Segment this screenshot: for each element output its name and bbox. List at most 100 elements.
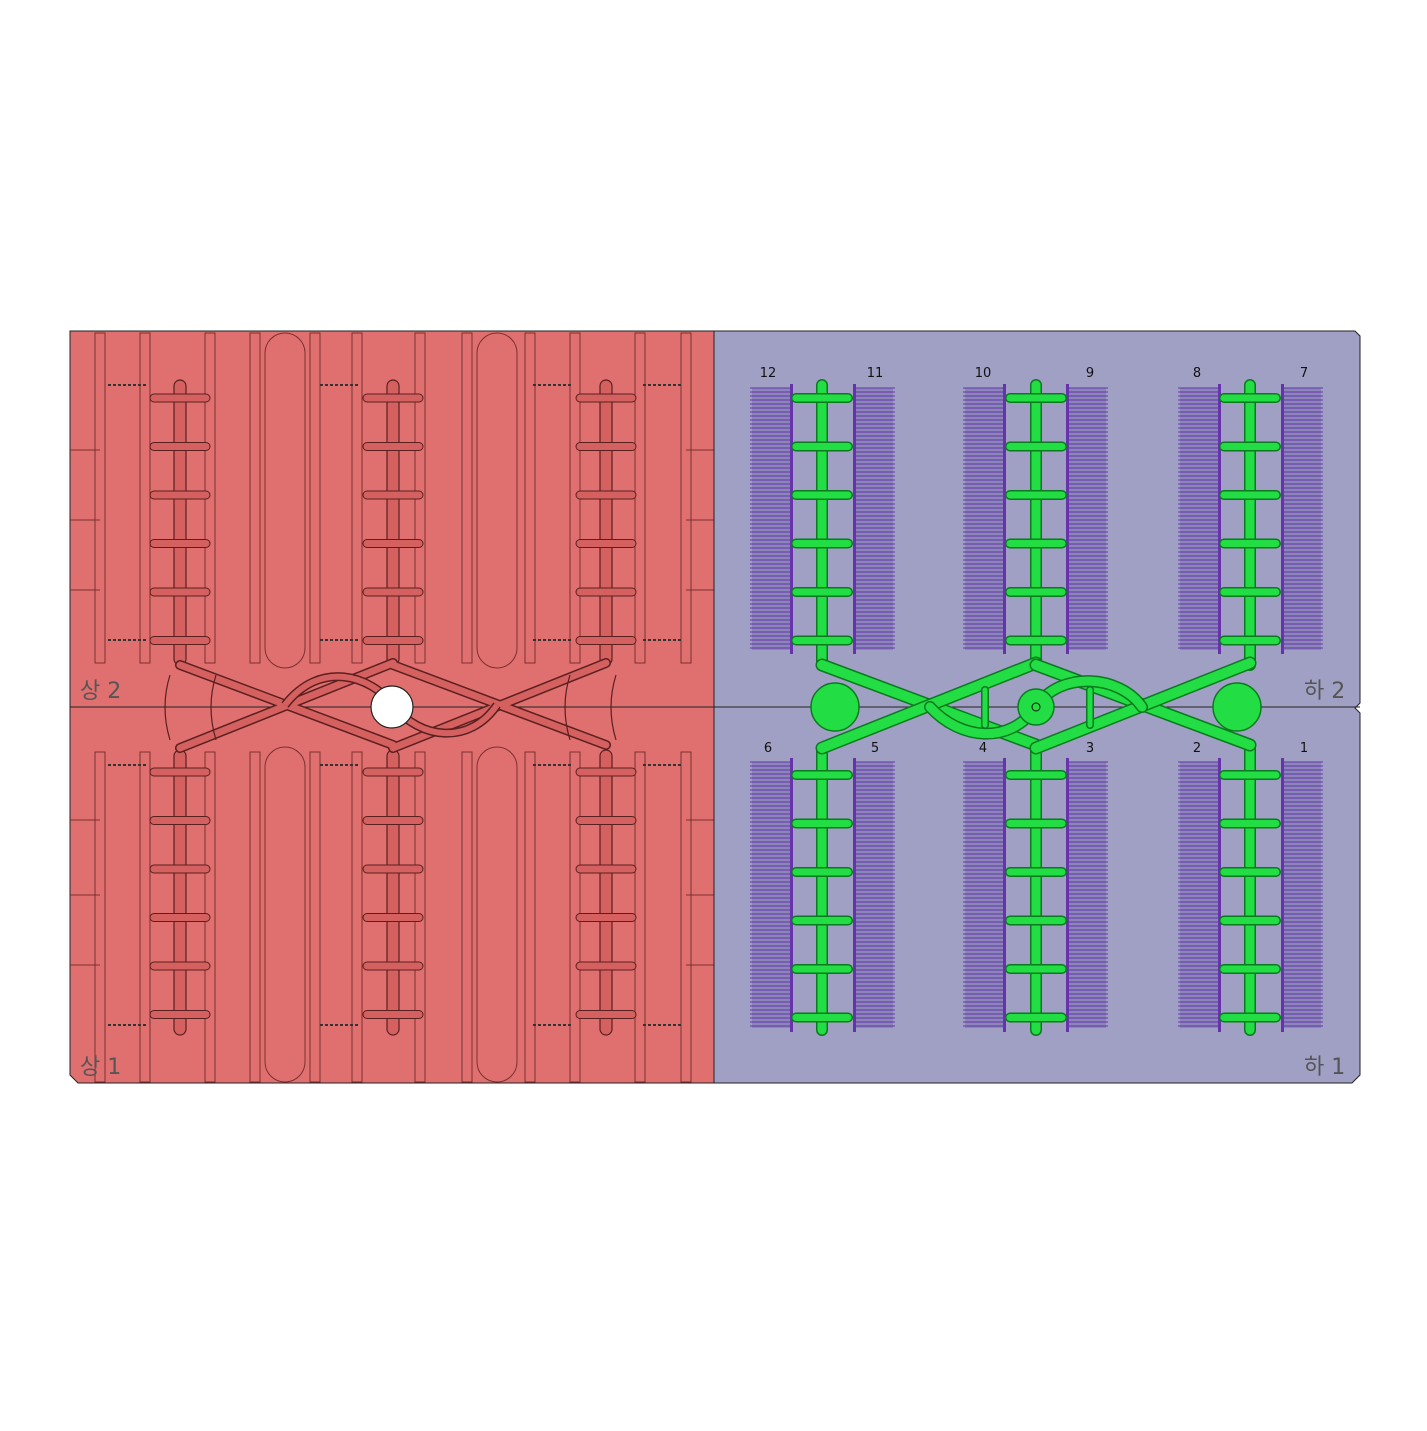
upper-branch	[362, 961, 424, 971]
upper-rib-bottom	[249, 751, 261, 1083]
cavity-gate-bar	[1218, 758, 1221, 1032]
cavity-gate-bar	[1066, 758, 1069, 1032]
cavity-block	[1066, 758, 1108, 1032]
cavity-block	[1178, 758, 1221, 1032]
upper-branch	[362, 490, 424, 500]
upper-branch	[149, 442, 211, 451]
upper-rib-bottom	[94, 751, 106, 1083]
runner-gate-blob	[1212, 682, 1262, 732]
upper-branch	[362, 393, 424, 403]
cavity-gate-bar	[853, 384, 856, 654]
runner-gate-blob	[1017, 688, 1055, 726]
cavity-block	[750, 384, 793, 654]
upper-branch	[362, 913, 424, 922]
upper-slot-bottom	[476, 746, 518, 1083]
upper-rib-bottom	[461, 751, 473, 1083]
upper-gate-bulge	[564, 674, 571, 741]
upper-rib-top	[139, 332, 151, 664]
upper-rib-top	[309, 332, 321, 664]
cavity-block	[963, 384, 1006, 654]
upper-runner-top	[386, 379, 400, 666]
upper-gate-bulge	[164, 674, 171, 741]
upper-branch	[575, 587, 637, 597]
upper-branch	[575, 1010, 637, 1019]
upper-branch	[362, 442, 424, 451]
upper-branch	[149, 864, 211, 874]
upper-rib-bottom	[680, 751, 692, 1083]
cavity-gate-bar	[790, 758, 793, 1032]
upper-rib-top	[524, 332, 536, 664]
lower-plate-bottom-label: 하 1	[1304, 1055, 1345, 1080]
cavity-number-top: 10	[975, 366, 992, 381]
cavity-block-bg	[855, 388, 893, 650]
cavity-block-bg	[965, 388, 1003, 650]
upper-branch	[575, 864, 637, 874]
upper-branch	[575, 442, 637, 451]
cavity-gate-bar	[790, 384, 793, 654]
upper-branch	[149, 767, 211, 777]
cavity-block	[1178, 384, 1221, 654]
cavity-block	[1281, 384, 1323, 654]
cavity-block	[1066, 384, 1108, 654]
cavity-gate-bar	[1066, 384, 1069, 654]
cavity-block	[853, 384, 895, 654]
upper-gate-bulge	[610, 674, 617, 741]
cavity-number-bottom: 4	[979, 741, 987, 756]
upper-plate-top-label: 상 2	[80, 679, 121, 704]
upper-branch	[575, 913, 637, 922]
upper-branch	[575, 816, 637, 825]
upper-branch	[149, 636, 211, 645]
upper-runner-top	[599, 379, 613, 666]
cavity-number-bottom: 2	[1193, 741, 1201, 756]
upper-branch	[575, 636, 637, 645]
upper-rib-top	[351, 332, 363, 664]
upper-branch	[149, 816, 211, 825]
upper-rib-bottom	[351, 751, 363, 1083]
cavity-gate-bar	[1003, 758, 1006, 1032]
upper-rib-top	[249, 332, 261, 664]
cavity-block	[750, 758, 793, 1032]
upper-runner-bottom	[599, 749, 613, 1036]
upper-mold-plate	[69, 330, 715, 1084]
upper-branch	[149, 587, 211, 597]
cavity-block-bg	[1283, 388, 1321, 650]
upper-gate-bulge	[210, 674, 217, 741]
cavity-block	[963, 758, 1006, 1032]
upper-branch	[362, 864, 424, 874]
upper-branch	[362, 767, 424, 777]
plate-labels: 상 2 상 1 하 2 하 1	[80, 679, 1345, 1080]
upper-rib-top	[680, 332, 692, 664]
cavity-number-bottom: 3	[1086, 741, 1094, 756]
cavity-block-bg	[1180, 388, 1218, 650]
upper-runner-top	[173, 379, 187, 666]
upper-branch	[575, 539, 637, 548]
cavity-number-top: 7	[1300, 366, 1308, 381]
upper-sprue-hole	[370, 685, 414, 729]
upper-branch	[362, 636, 424, 645]
upper-branch	[149, 393, 211, 403]
upper-slot-top	[476, 332, 518, 669]
upper-rib-top	[461, 332, 473, 664]
upper-branch	[575, 490, 637, 500]
upper-runner-bottom	[386, 749, 400, 1036]
upper-branch	[575, 961, 637, 971]
cavity-number-bottom: 1	[1300, 741, 1308, 756]
upper-slot-bottom	[264, 746, 306, 1083]
upper-branch	[362, 1010, 424, 1019]
cavity-gate-bar	[1003, 384, 1006, 654]
lower-plate-top-label: 하 2	[1304, 679, 1345, 704]
lower-sprue-mark	[1031, 702, 1041, 712]
upper-rib-top	[94, 332, 106, 664]
cavity-block	[1281, 758, 1323, 1032]
upper-branch	[149, 490, 211, 500]
cavity-gate-bar	[1281, 384, 1284, 654]
upper-rib-bottom	[524, 751, 536, 1083]
upper-branch	[362, 587, 424, 597]
cavity-number-top: 8	[1193, 366, 1201, 381]
cavity-block-bg	[1068, 388, 1106, 650]
upper-plate-bottom-label: 상 1	[80, 1055, 121, 1080]
cavity-gate-bar	[853, 758, 856, 1032]
cavity-block	[853, 758, 895, 1032]
